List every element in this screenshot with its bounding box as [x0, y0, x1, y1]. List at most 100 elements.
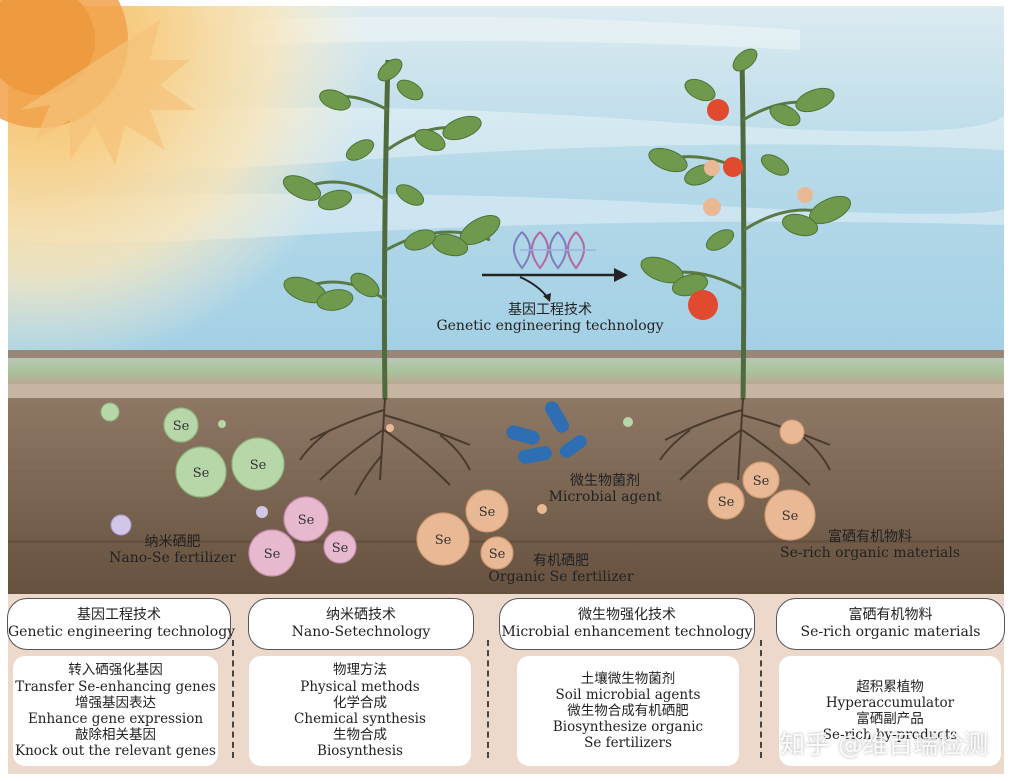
detail-item: 土壤微生物菌剂 [580, 670, 676, 687]
genetic-label: 基因工程技术 Genetic engineering technology [430, 302, 670, 334]
tomatoes [688, 99, 813, 320]
detail-item: 化学合成 [333, 694, 387, 711]
detail-item: Chemical synthesis [294, 711, 426, 727]
se-particle-circle [416, 512, 470, 566]
microbial-agent-label: 微生物菌剂 Microbial agent [535, 473, 675, 505]
detail-item: Se-rich by-products [822, 727, 958, 744]
se-particle: Se [480, 536, 514, 570]
se-particle: Se [764, 489, 816, 541]
category-title-en: Genetic engineering technology [8, 624, 236, 640]
se-particle-circle [283, 496, 329, 542]
se-particle-label: Se [332, 541, 349, 556]
se-particle: Se [323, 530, 357, 564]
microbial-agent-en: Microbial agent [548, 488, 662, 505]
se-rich-label: 富硒有机物料 Se-rich organic materials [780, 529, 961, 561]
se-rich-en: Se-rich organic materials [780, 544, 961, 561]
detail-item: 增强基因表达 [75, 694, 156, 711]
se-particle-label: Se [435, 533, 452, 548]
se-particle-label: Se [479, 505, 496, 520]
category-title-zh: 微生物强化技术 [578, 607, 676, 624]
category-genetic-details: 转入硒强化基因 Transfer Se-enhancing genes 增强基因… [13, 656, 218, 766]
category-title-zh: 纳米硒技术 [326, 607, 396, 624]
category-serich-header: 富硒有机物料 Se-rich organic materials [776, 598, 1005, 650]
se-particle-label: Se [298, 513, 315, 528]
grass-layer [8, 358, 1004, 384]
organic-se-label: 有机硒肥 Organic Se fertilizer [486, 553, 636, 585]
category-nano-header: 纳米硒技术 Nano-Setechnology [248, 598, 474, 650]
se-particle-circle [175, 446, 227, 498]
se-particle: Se [163, 407, 199, 443]
se-particle-label: Se [718, 495, 735, 510]
genetic-label-zh: 基因工程技术 [508, 302, 592, 318]
detail-item: Soil microbial agents [555, 686, 701, 703]
detail-item: Knock out the relevant genes [15, 743, 216, 760]
ground-edge [8, 350, 1004, 358]
category-serich-details: 超积累植物 Hyperaccumulator 富硒副产品 Se-rich by-… [779, 656, 1001, 766]
category-microbial-details: 土壤微生物菌剂 Soil microbial agents 微生物合成有机硒肥 … [517, 656, 739, 766]
organic-se-en: Organic Se fertilizer [488, 568, 634, 585]
organic-se-zh: 有机硒肥 [533, 553, 589, 569]
se-rich-zh: 富硒有机物料 [828, 529, 912, 545]
se-particle-label: Se [173, 419, 190, 434]
se-particle-label: Se [193, 466, 210, 481]
category-title-en: Se-rich organic materials [800, 624, 981, 640]
se-particle-circle [764, 489, 816, 541]
detail-item: Enhance gene expression [27, 711, 204, 727]
detail-item: 超积累植物 [856, 678, 924, 695]
transition-arrow-icon [482, 268, 628, 302]
category-nano-details: 物理方法 Physical methods 化学合成 Chemical synt… [249, 656, 471, 766]
se-particle: Se [742, 461, 780, 499]
se-particle: Se [465, 489, 509, 533]
category-microbial-header: 微生物强化技术 Microbial enhancement technology [499, 598, 755, 650]
roots-left [299, 397, 471, 496]
se-particle-circle [323, 530, 357, 564]
detail-item: Biosynthesis [317, 743, 403, 760]
se-particle-label: Se [782, 509, 799, 524]
watermark: 知乎 @维百瑞检测 [780, 730, 988, 759]
se-particle: Se [175, 446, 227, 498]
category-title-en: Nano-Setechnology [291, 624, 431, 640]
particle-dots [100, 402, 805, 536]
microbial-agent-zh: 微生物菌剂 [570, 473, 640, 489]
separator [487, 640, 489, 758]
genetic-label-en: Genetic engineering technology [436, 317, 664, 334]
category-title-zh: 富硒有机物料 [848, 607, 933, 624]
se-particle: Se [283, 496, 329, 542]
detail-item: 微生物合成有机硒肥 [567, 702, 689, 719]
category-genetic-header: 基因工程技术 Genetic engineering technology [7, 598, 236, 650]
detail-item: Biosynthesize organic [552, 719, 704, 736]
se-particle-label: Se [264, 547, 281, 562]
se-particle: Se [231, 437, 285, 491]
se-particle-circle [163, 407, 199, 443]
plant-right [640, 48, 851, 486]
dna-helix-icon [513, 231, 596, 270]
detail-item: 生物合成 [333, 727, 387, 744]
microbe-icons [506, 401, 587, 464]
se-particle-label: Se [489, 547, 506, 562]
se-particle-circle [465, 489, 509, 533]
detail-item: 富硒副产品 [856, 711, 924, 727]
detail-item: 敲除相关基因 [75, 727, 156, 744]
nano-se-zh: 纳米硒肥 [144, 534, 201, 550]
se-particle-circle [248, 529, 296, 577]
nano-se-label: 纳米硒肥 Nano-Se fertilizer [100, 534, 245, 566]
nano-se-en: Nano-Se fertilizer [109, 549, 236, 566]
separator [232, 640, 234, 758]
detail-item: 转入硒强化基因 [68, 662, 163, 679]
separator [760, 640, 762, 758]
detail-item: Transfer Se-enhancing genes [15, 678, 216, 695]
se-particle-label: Se [753, 474, 770, 489]
se-particle-circle [742, 461, 780, 499]
detail-item: Se fertilizers [584, 735, 672, 752]
plant-left [282, 58, 501, 496]
detail-item: 物理方法 [333, 662, 387, 679]
detail-item: Physical methods [300, 678, 420, 695]
category-title-en: Microbial enhancement technology [501, 624, 753, 640]
se-particle-label: Se [250, 458, 267, 473]
topsoil-layer [8, 384, 1004, 398]
se-particle: Se [248, 529, 296, 577]
se-particle: Se [416, 512, 470, 566]
se-particle-circle [480, 536, 514, 570]
